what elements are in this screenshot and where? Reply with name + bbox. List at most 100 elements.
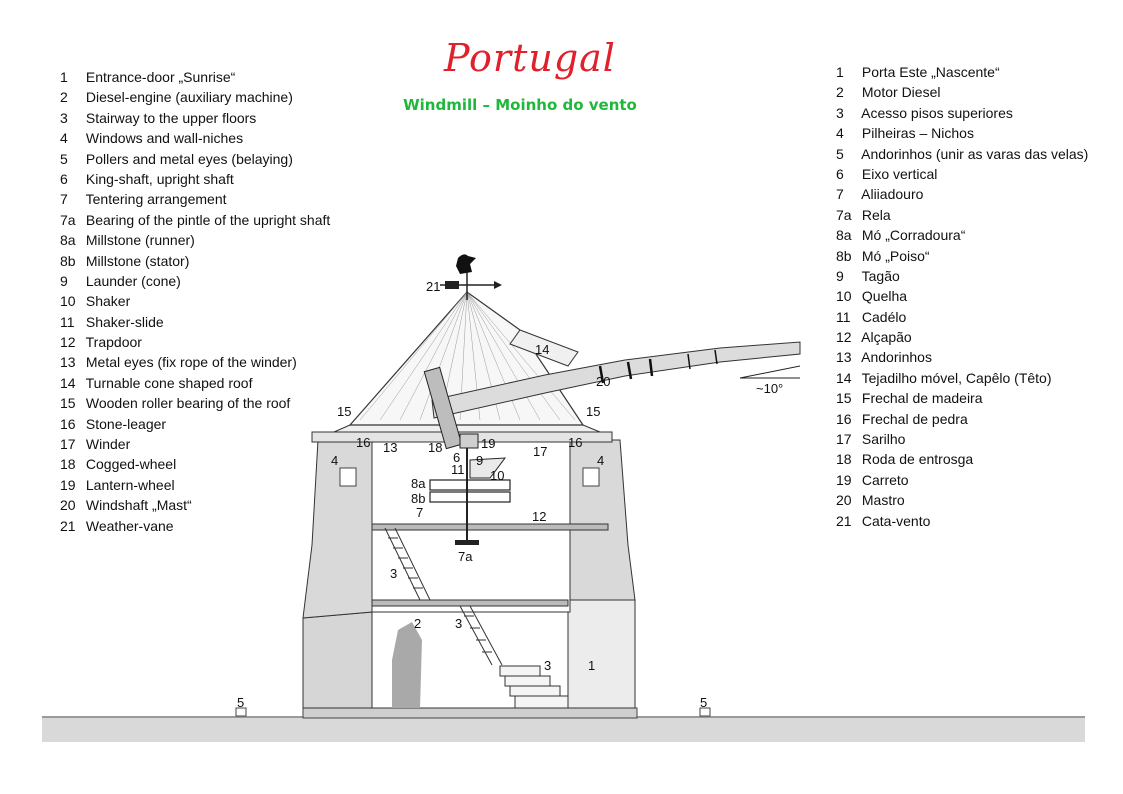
legend-item: 17 Sarilho xyxy=(836,431,906,448)
callout-label: 5 xyxy=(237,695,244,710)
middle-floor xyxy=(371,599,569,607)
diesel-engine xyxy=(392,622,422,708)
legend-item: 21 Weather-vane xyxy=(60,517,174,534)
legend-item: 5 Andorinhos (unir as varas das velas) xyxy=(836,145,1089,162)
callout-label: 16 xyxy=(568,435,582,450)
legend-item: 1 Porta Este „Nascente“ xyxy=(836,64,1000,80)
rooster-icon xyxy=(456,254,476,274)
legend-item: 18 Cogged-wheel xyxy=(60,456,177,473)
callout-label: 21 xyxy=(426,279,440,294)
angle-label: ~10° xyxy=(756,381,783,396)
legend-item: 14 Turnable cone shaped roof xyxy=(60,374,253,391)
millstone-stator xyxy=(429,491,511,503)
legend-item: 7 Aliiadouro xyxy=(836,186,924,203)
legend-item: 5 Pollers and metal eyes (belaying) xyxy=(60,150,293,167)
callout-label: 17 xyxy=(533,444,547,459)
callout-label: 3 xyxy=(390,566,397,581)
legend-item: 12 Trapdoor xyxy=(60,334,142,351)
legend-item: 8a Mó „Corradoura“ xyxy=(836,227,966,244)
callout-label: 3 xyxy=(544,658,551,673)
page-subtitle: Windmill – Moinho do vento xyxy=(403,96,637,114)
callout-label: 15 xyxy=(337,404,351,419)
legend-item: 16 Stone-leager xyxy=(60,415,167,432)
poller-right xyxy=(699,707,711,717)
legend-item: 9 Launder (cone) xyxy=(60,272,181,289)
legend-item: 11 Shaker-slide xyxy=(60,313,164,330)
legend-item: 12 Alçapão xyxy=(836,329,912,346)
callout-label: 3 xyxy=(455,616,462,631)
legend-item: 2 Diesel-engine (auxiliary machine) xyxy=(60,89,293,106)
callout-label: 15 xyxy=(586,404,600,419)
lower-wall-right xyxy=(567,599,636,709)
legend-item: 19 Lantern-wheel xyxy=(60,476,175,493)
legend-item: 7a Bearing of the pintle of the upright … xyxy=(60,211,331,228)
lantern-wheel xyxy=(459,433,479,449)
legend-item: 6 Eixo vertical xyxy=(836,165,938,182)
ground xyxy=(42,716,1085,742)
legend-portuguese: 1 Porta Este „Nascente“ 2 Motor Diesel 3… xyxy=(836,62,1088,531)
legend-item: 19 Carreto xyxy=(836,471,909,488)
legend-item: 15 Frechal de madeira xyxy=(836,390,983,407)
roof-base xyxy=(333,424,601,433)
legend-item: 18 Roda de entrosga xyxy=(836,451,974,468)
legend-item: 13 Andorinhos xyxy=(836,349,932,366)
callout-label: 11 xyxy=(451,462,465,477)
foundation xyxy=(302,707,638,719)
legend-item: 16 Frechal de pedra xyxy=(836,410,968,427)
callout-label: 13 xyxy=(383,440,397,455)
callout-label: 8b xyxy=(411,491,425,506)
legend-item: 3 Acesso pisos superiores xyxy=(836,104,1013,121)
legend-item: 8b Millstone (stator) xyxy=(60,252,190,269)
poller-left xyxy=(235,707,247,717)
launder-cone xyxy=(469,457,507,479)
legend-item: 20 Windshaft „Mast“ xyxy=(60,497,192,514)
legend-english: 1 Entrance-door „Sunrise“ 2 Diesel-engin… xyxy=(60,67,330,536)
legend-item: 4 Pilheiras – Nichos xyxy=(836,125,974,142)
callout-label: 10 xyxy=(490,468,504,483)
entrance-steps xyxy=(499,665,569,709)
legend-item: 8a Millstone (runner) xyxy=(60,232,195,249)
legend-item: 6 King-shaft, upright shaft xyxy=(60,170,234,187)
stairway-upper xyxy=(384,527,431,601)
legend-item: 2 Motor Diesel xyxy=(836,84,941,101)
callout-label: 1 xyxy=(588,658,595,673)
millstone-runner xyxy=(429,479,511,491)
windshaft-mast xyxy=(431,341,801,419)
page-title: Portugal xyxy=(444,36,616,80)
lower-wall-left xyxy=(302,611,373,709)
callout-label: 19 xyxy=(481,436,495,451)
legend-item: 7a Rela xyxy=(836,206,891,223)
legend-item: 13 Metal eyes (fix rope of the winder) xyxy=(60,354,297,371)
window-niche-left xyxy=(339,467,357,487)
legend-item: 10 Quelha xyxy=(836,288,908,305)
callout-label: 20 xyxy=(596,374,610,389)
stairway-lower xyxy=(459,605,503,666)
callout-label: 12 xyxy=(532,509,546,524)
callout-label: 4 xyxy=(331,453,338,468)
legend-item: 14 Tejadilho móvel, Capêlo (Têto) xyxy=(836,369,1052,386)
legend-item: 17 Winder xyxy=(60,436,131,453)
window-niche-right xyxy=(582,467,600,487)
legend-item: 3 Stairway to the upper floors xyxy=(60,109,257,126)
angle-line xyxy=(739,365,801,379)
legend-item: 11 Cadélo xyxy=(836,308,907,325)
callout-label: 18 xyxy=(428,440,442,455)
roof-hood xyxy=(509,329,579,367)
legend-item: 9 Tagão xyxy=(836,267,900,284)
legend-item: 10 Shaker xyxy=(60,293,131,310)
weather-vane xyxy=(440,254,502,300)
callout-label: 4 xyxy=(597,453,604,468)
stone-floor xyxy=(371,523,609,531)
callout-label: 7 xyxy=(416,505,423,520)
legend-item: 4 Windows and wall-niches xyxy=(60,130,244,147)
callout-label: 16 xyxy=(356,435,370,450)
cogged-wheel xyxy=(423,366,463,450)
legend-item: 1 Entrance-door „Sunrise“ xyxy=(60,69,236,85)
legend-item: 15 Wooden roller bearing of the roof xyxy=(60,395,291,412)
legend-item: 8b Mó „Poiso“ xyxy=(836,247,930,264)
legend-item: 20 Mastro xyxy=(836,492,905,509)
callout-label: 8a xyxy=(411,476,426,491)
callout-label: 6 xyxy=(453,450,460,465)
callout-label: 14 xyxy=(535,342,549,357)
